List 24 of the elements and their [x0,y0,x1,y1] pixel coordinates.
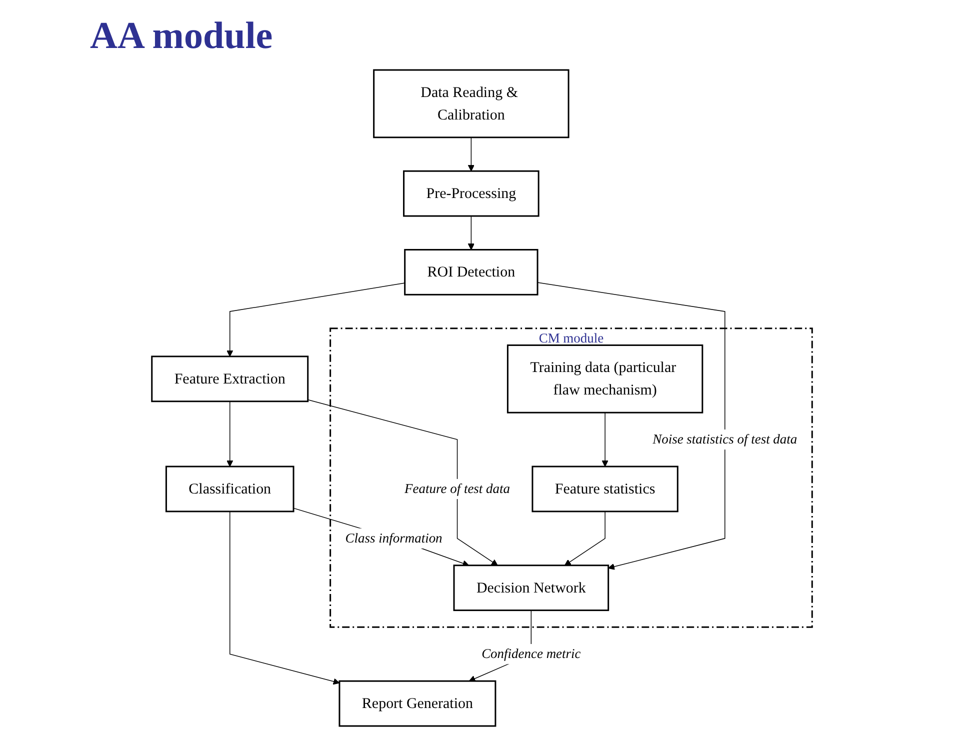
node-box: ROI Detection [404,248,538,296]
node-box: Feature Extraction [151,356,309,402]
arrow [564,511,606,566]
arrow [293,508,470,566]
arrow [229,511,340,685]
arrow [602,412,608,467]
arrow [226,282,406,357]
node-box: Feature statistics [532,466,678,512]
node-box: Classification [165,466,294,512]
arrow [468,216,474,250]
node-box: Decision Network [453,564,610,612]
node-box: Training data (particular flaw mechanism) [506,344,704,414]
node-box: Report Generation [338,680,496,727]
arrow [307,399,498,566]
edge-label: Class information [345,530,442,546]
arrow [468,137,474,172]
node-box: Pre-Processing [403,170,540,217]
edge-label: Feature of test data [404,481,510,496]
node-box: Data Reading & Calibration [373,69,570,138]
arrow [226,401,234,467]
arrow [537,282,726,570]
edge-label: Noise statistics of test data [652,432,798,447]
section-heading: AA module [90,14,273,58]
edge-label: Confidence metric [482,646,581,662]
